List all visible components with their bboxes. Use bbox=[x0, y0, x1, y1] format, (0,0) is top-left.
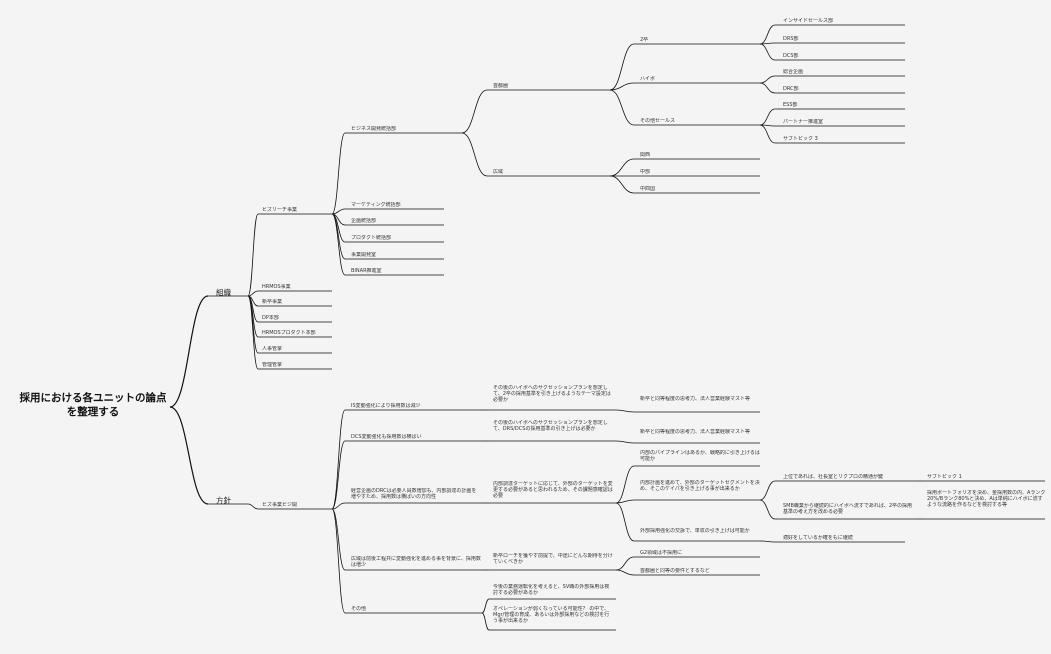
node-kouiki-policy[interactable]: 広域は前後工程共に変動強化を進める事を背景に、採用数は増少 bbox=[351, 556, 481, 569]
connector-curve-56 bbox=[609, 158, 635, 177]
node-bizdev-short[interactable]: ビズ事業ビジ開 bbox=[262, 502, 298, 508]
node-dcs-change[interactable]: DCS変動強化も採用数は横ばい bbox=[351, 434, 422, 440]
topic-policy[interactable]: 方針 bbox=[216, 496, 231, 505]
node-binar[interactable]: BINAR推進室 bbox=[351, 268, 382, 274]
node-kouiki[interactable]: 広域 bbox=[493, 169, 504, 175]
node-hrmos[interactable]: HRMOS事業 bbox=[262, 284, 291, 290]
node-dcs[interactable]: DCS部 bbox=[783, 53, 799, 59]
connector-curve-26 bbox=[331, 213, 346, 260]
connector-curve-14 bbox=[247, 295, 259, 354]
node-bizreach[interactable]: ビズリーチ事業 bbox=[262, 207, 298, 213]
node-highbo[interactable]: ハイボ bbox=[640, 76, 655, 82]
connector-curve-76 bbox=[615, 409, 635, 413]
node-kansai[interactable]: 関西 bbox=[640, 152, 651, 158]
connector-curve-62 bbox=[247, 503, 259, 510]
node-bizdev[interactable]: ビジネス開発統括部 bbox=[351, 126, 397, 132]
node-is-note[interactable]: 新卒と同等程度の思考力、法人営業経験マスト等 bbox=[640, 396, 751, 402]
node-g2[interactable]: G2領域は不採用に bbox=[640, 550, 683, 556]
connector-curve-106 bbox=[481, 598, 490, 614]
connector-curve-108 bbox=[481, 612, 490, 631]
connector-curve-1 bbox=[169, 406, 209, 505]
node-operation[interactable]: オペレーションが弱くなっている可能性？ の中で、Mgr/管理の育成、あるいは外部… bbox=[493, 606, 610, 625]
connector-curve-66 bbox=[331, 440, 346, 510]
connector-curve-72 bbox=[331, 508, 346, 614]
connector-curve-98 bbox=[759, 540, 776, 543]
connector-curve-46 bbox=[759, 75, 776, 84]
node-naibu-pipeline[interactable]: 内部のパイプラインはあるか、戦略的に引き上げるは可能か bbox=[640, 450, 760, 463]
connector-curve-90 bbox=[759, 480, 776, 501]
node-product[interactable]: プロダクト統括部 bbox=[351, 235, 392, 241]
connector-curve-86 bbox=[615, 499, 635, 504]
root-topic[interactable]: 採用における各ユニットの論点を整理する bbox=[19, 392, 167, 418]
connector-curve-18 bbox=[331, 132, 346, 215]
connector-curve-64 bbox=[331, 409, 346, 510]
connector-curve-30 bbox=[461, 89, 488, 134]
connector-curve-50 bbox=[759, 108, 776, 126]
node-dcs-succession[interactable]: その後のハイボへのサクセッションプランを想定して、DRS/DCSの採用基準の引き… bbox=[493, 420, 608, 433]
connector-curve-4 bbox=[247, 213, 259, 297]
connector-curve-68 bbox=[331, 502, 346, 510]
node-sonota[interactable]: その他 bbox=[351, 606, 367, 612]
node-shutoken[interactable]: 首都圏 bbox=[493, 83, 509, 89]
connector-curve-88 bbox=[615, 502, 635, 542]
node-hrmos-product[interactable]: HRMOSプロダクト本部 bbox=[262, 330, 316, 336]
node-jinji[interactable]: 人事管掌 bbox=[262, 346, 283, 352]
connector-curve-102 bbox=[615, 556, 635, 571]
connector-curve-48 bbox=[759, 82, 776, 94]
topic-organization[interactable]: 組織 bbox=[216, 288, 231, 297]
connector-curve-36 bbox=[609, 82, 635, 91]
node-marketing[interactable]: マーケティング統括部 bbox=[351, 202, 401, 208]
node-gaibu-saiyou[interactable]: 外部採用強化の交訴で、単収の引き上げは可能か bbox=[640, 528, 750, 534]
connector-curve-38 bbox=[609, 89, 635, 126]
node-is-change[interactable]: IS変動強化により採用数は減少 bbox=[351, 403, 421, 409]
node-drs[interactable]: DRS部 bbox=[783, 36, 799, 42]
connector-curve-60 bbox=[609, 175, 635, 194]
node-drc[interactable]: DRC部 bbox=[783, 86, 799, 92]
node-dcs-note[interactable]: 新卒と同等程度の思考力、法人営業経験マスト等 bbox=[640, 429, 751, 435]
connector-curve-32 bbox=[461, 132, 488, 177]
connector-curve-34 bbox=[609, 43, 635, 91]
connector-curve-0 bbox=[169, 295, 209, 408]
node-subtopic1[interactable]: サブトピック 1 bbox=[927, 474, 962, 480]
connector-curve-92 bbox=[759, 499, 776, 520]
node-keiei-kikaku[interactable]: 経営企画のDRCは必要人員数増加も、内部調達の計画を増やすため、採用数は横ばいの… bbox=[351, 488, 477, 501]
node-partner[interactable]: パートナー推進室 bbox=[783, 119, 824, 125]
node-is-succession[interactable]: その後のハイボへのサクセッションプランを想定して、2卒の採用基準を引き上げるよう… bbox=[493, 385, 611, 404]
node-naibu-plan[interactable]: 内部計画を進めて、外部のターゲットセグメントを決め、そこのケイパを引き上げる事が… bbox=[640, 480, 760, 493]
node-shinki[interactable]: 新卒事業 bbox=[262, 299, 283, 305]
node-dp[interactable]: DP本部 bbox=[262, 315, 279, 321]
connector-curve-16 bbox=[247, 295, 259, 370]
connector-curve-40 bbox=[759, 24, 776, 45]
connector-curve-28 bbox=[331, 213, 346, 276]
node-keiei[interactable]: 管理管掌 bbox=[262, 362, 283, 368]
node-ess[interactable]: ESS部 bbox=[783, 102, 798, 108]
connector-curve-44 bbox=[759, 43, 776, 61]
node-chushikoku[interactable]: 中四国 bbox=[640, 186, 656, 192]
node-shinnin[interactable]: 新卒ローチを獲やす前提で、中途にどんな期待を分けていくべきか bbox=[493, 553, 613, 566]
node-saiyou-teki[interactable]: 適好をしているか確をもに継続 bbox=[783, 535, 853, 541]
connector-curve-80 bbox=[615, 440, 635, 444]
node-kikaku[interactable]: 企画統括部 bbox=[351, 218, 377, 224]
node-kongo[interactable]: 今後の業務運転化を考えると、SV職の外部採用は検討する必要があるか bbox=[493, 584, 610, 597]
connector-curve-84 bbox=[615, 465, 635, 504]
node-sougou[interactable]: 総合企画 bbox=[783, 69, 804, 75]
connector-curve-104 bbox=[615, 569, 635, 576]
node-subtopic3[interactable]: サブトピック 3 bbox=[783, 136, 818, 142]
node-other-sales[interactable]: その他セールス bbox=[640, 118, 676, 124]
node-inside-sales[interactable]: インサイドセールス部 bbox=[783, 18, 834, 24]
node-jigyo-kaihatsu[interactable]: 事業開発室 bbox=[351, 252, 377, 258]
node-chubu[interactable]: 中部 bbox=[640, 169, 651, 175]
node-saiyou-port[interactable]: 採用ポートフォリオを決め、金採用数の内、Aランク20%/Bランク80%と決め、A… bbox=[927, 490, 1046, 509]
node-2sotsu[interactable]: 2卒 bbox=[640, 37, 649, 43]
node-naibu-target[interactable]: 内部調達ターゲットに応じて、外部のターゲットを変更する必要があると思われるため、… bbox=[493, 481, 613, 500]
node-smb[interactable]: SMB職業から継続的にハイボへ流すであれば、2卒の採用基準の考え方を改める必要 bbox=[783, 503, 913, 516]
node-jouikai[interactable]: 上位であれば、社長室とリクプロの精通が鍵 bbox=[783, 474, 883, 480]
node-shutoken-same[interactable]: 首都圏と同等の要件とするなど bbox=[640, 568, 710, 574]
connector-curve-54 bbox=[759, 124, 776, 144]
